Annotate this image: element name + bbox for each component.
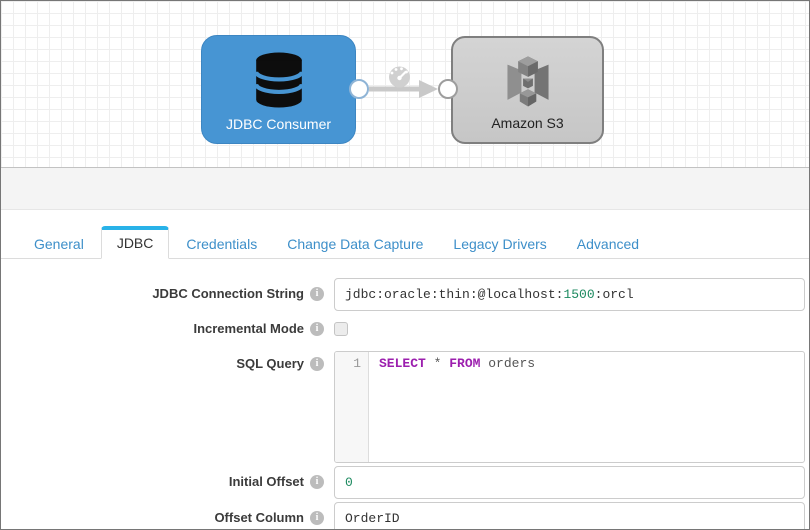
sql-identifier: orders [480,356,536,371]
info-icon[interactable]: i [310,356,324,371]
connection-string-port: 1500 [563,287,595,302]
tab-legacy-drivers[interactable]: Legacy Drivers [453,236,547,252]
info-icon[interactable]: i [310,474,324,489]
stage-node-jdbc-consumer[interactable]: JDBC Consumer [201,35,356,144]
jdbc-connection-string-label: JDBC Connection String [152,286,304,301]
offset-column-input[interactable]: OrderID [334,502,805,529]
stage-node-amazon-s3[interactable]: Amazon S3 [451,36,604,144]
tab-general[interactable]: General [34,236,84,252]
info-icon[interactable]: i [310,286,324,301]
stage-config-header-band [1,168,809,210]
output-port-circle[interactable] [349,79,369,99]
initial-offset-value: 0 [345,475,353,490]
incremental-mode-checkbox[interactable] [334,322,348,336]
sql-keyword: FROM [449,356,481,371]
form-row-sql-query: SQL Query i 1 SELECT * FROM orders [1,351,805,463]
initial-offset-label: Initial Offset [228,474,304,489]
tab-change-data-capture[interactable]: Change Data Capture [287,236,424,252]
offset-column-label: Offset Column [214,510,304,525]
sql-query-code-editor[interactable]: 1 SELECT * FROM orders [334,351,805,463]
code-content[interactable]: SELECT * FROM orders [369,352,804,462]
initial-offset-input[interactable]: 0 [334,466,805,499]
form-row-incremental-mode: Incremental Mode i [1,319,805,341]
info-icon[interactable]: i [310,321,324,336]
tab-credentials[interactable]: Credentials [186,236,258,252]
form-row-offset-column: Offset Column i OrderID [1,502,805,529]
tab-jdbc[interactable]: JDBC [100,226,170,259]
form-row-jdbc-connection-string: JDBC Connection String i jdbc:oracle:thi… [1,278,805,311]
s3-box-icon [453,54,602,108]
incremental-mode-label: Incremental Mode [193,321,304,336]
sql-keyword: SELECT [379,356,426,371]
connection-arrow[interactable] [369,79,441,99]
stage-label: Amazon S3 [491,115,564,131]
connection-string-text: jdbc:oracle:thin:@localhost: [345,287,564,302]
jdbc-config-form: JDBC Connection String i jdbc:oracle:thi… [1,259,809,529]
metrics-gauge-icon [389,66,410,88]
connection-string-suffix: :orcl [594,287,634,302]
sql-operator: * [433,356,450,371]
tab-advanced[interactable]: Advanced [576,236,640,252]
info-icon[interactable]: i [310,510,324,525]
pipeline-canvas[interactable]: JDBC Consumer Amazon S3 [1,1,809,168]
form-row-initial-offset: Initial Offset i 0 [1,466,805,499]
offset-column-value: OrderID [345,511,400,526]
sql-query-label: SQL Query [236,356,304,371]
config-tab-bar: General JDBC Credentials Change Data Cap… [1,226,809,259]
jdbc-connection-string-input[interactable]: jdbc:oracle:thin:@localhost:1500:orcl [334,278,805,311]
stage-label: JDBC Consumer [225,116,332,132]
line-number: 1 [353,356,361,371]
input-port-circle[interactable] [438,79,458,99]
database-icon [202,52,355,108]
code-line-number-gutter: 1 [335,352,369,462]
